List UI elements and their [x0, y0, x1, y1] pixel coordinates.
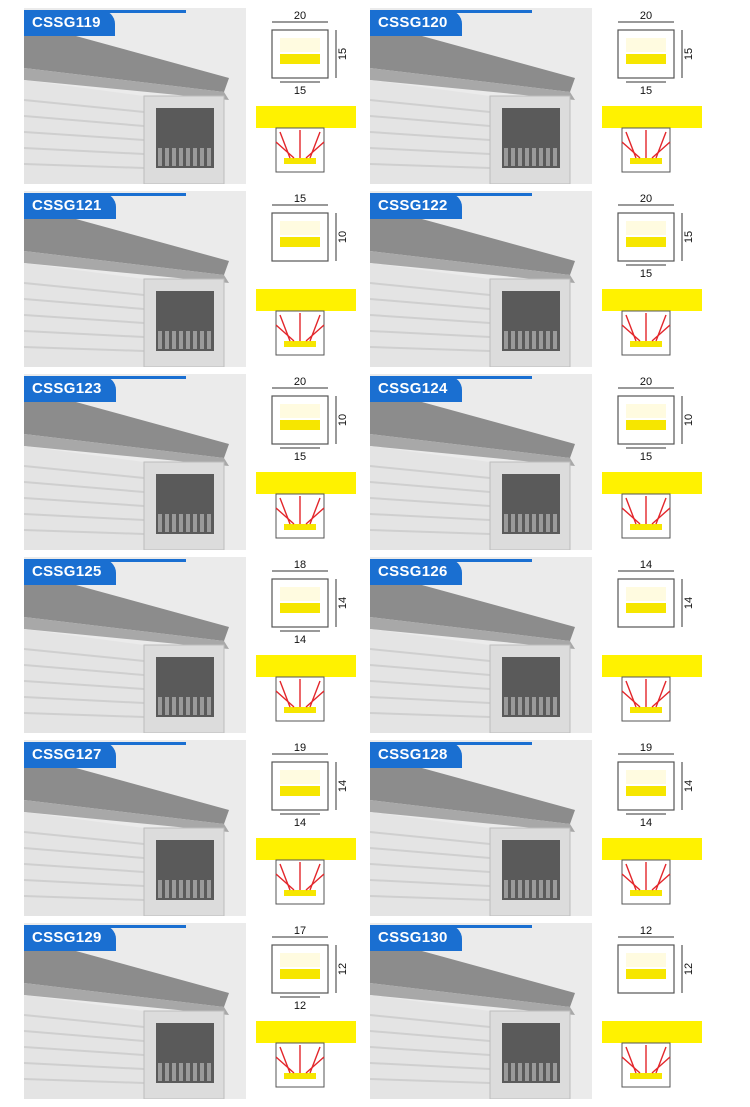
light-emission-diagram [602, 1021, 702, 1088]
height-dimension: 10 [337, 231, 349, 243]
profile-photo [370, 8, 592, 184]
top-width-dimension: 20 [294, 10, 306, 22]
profile-photo [24, 374, 246, 550]
top-width-dimension: 20 [640, 376, 652, 388]
dimension-diagram: 12 12 [596, 923, 708, 1099]
product-card: CSSG129 17 12 12 [0, 923, 360, 1099]
dimension-diagram: 17 12 12 [250, 923, 362, 1099]
profile-photo [24, 923, 246, 1099]
product-card: CSSG123 20 15 10 [0, 374, 360, 550]
height-dimension: 14 [683, 780, 695, 792]
light-emission-diagram [602, 472, 702, 539]
top-width-dimension: 14 [640, 559, 652, 571]
dimension-diagram: 19 14 14 [596, 740, 708, 916]
top-width-dimension: 18 [294, 559, 306, 571]
top-width-dimension: 20 [640, 193, 652, 205]
light-emission-diagram [602, 838, 702, 905]
top-width-dimension: 20 [640, 10, 652, 22]
profile-photo [370, 374, 592, 550]
product-code-label: CSSG130 [370, 925, 462, 951]
product-card: CSSG125 18 14 14 [0, 557, 360, 733]
height-dimension: 12 [337, 963, 349, 975]
product-code-label: CSSG123 [24, 376, 116, 402]
product-code-label: CSSG125 [24, 559, 116, 585]
product-card: CSSG119 20 15 15 [0, 8, 360, 184]
product-code-label: CSSG127 [24, 742, 116, 768]
product-code-label: CSSG122 [370, 193, 462, 219]
light-emission-diagram [602, 655, 702, 722]
bottom-width-dimension: 15 [640, 268, 652, 280]
profile-photo [370, 740, 592, 916]
light-emission-diagram [256, 106, 356, 173]
top-width-dimension: 19 [294, 742, 306, 754]
bottom-width-dimension: 15 [294, 85, 306, 97]
product-card: CSSG124 20 15 10 [346, 374, 706, 550]
top-width-dimension: 20 [294, 376, 306, 388]
product-card: CSSG120 20 15 15 [346, 8, 706, 184]
height-dimension: 15 [683, 48, 695, 60]
light-emission-diagram [256, 289, 356, 356]
light-emission-diagram [256, 472, 356, 539]
product-code-label: CSSG120 [370, 10, 462, 36]
bottom-width-dimension: 14 [294, 634, 306, 646]
top-width-dimension: 12 [640, 925, 652, 937]
product-card: CSSG122 20 15 15 [346, 191, 706, 367]
dimension-diagram: 20 15 15 [596, 191, 708, 367]
product-code-label: CSSG129 [24, 925, 116, 951]
dimension-diagram: 20 15 10 [596, 374, 708, 550]
height-dimension: 15 [337, 48, 349, 60]
product-card: CSSG126 14 14 [346, 557, 706, 733]
light-emission-diagram [602, 106, 702, 173]
product-code-label: CSSG126 [370, 559, 462, 585]
dimension-diagram: 18 14 14 [250, 557, 362, 733]
dimension-diagram: 19 14 14 [250, 740, 362, 916]
bottom-width-dimension: 14 [294, 817, 306, 829]
height-dimension: 15 [683, 231, 695, 243]
height-dimension: 10 [683, 414, 695, 426]
bottom-width-dimension: 15 [640, 451, 652, 463]
light-emission-diagram [256, 1021, 356, 1088]
profile-photo [370, 923, 592, 1099]
light-emission-diagram [256, 838, 356, 905]
bottom-width-dimension: 15 [640, 85, 652, 97]
light-emission-diagram [256, 655, 356, 722]
light-emission-diagram [602, 289, 702, 356]
dimension-diagram: 14 14 [596, 557, 708, 733]
product-code-label: CSSG128 [370, 742, 462, 768]
bottom-width-dimension: 12 [294, 1000, 306, 1012]
profile-photo [370, 191, 592, 367]
top-width-dimension: 19 [640, 742, 652, 754]
height-dimension: 14 [683, 597, 695, 609]
dimension-diagram: 20 15 10 [250, 374, 362, 550]
profile-photo [24, 740, 246, 916]
bottom-width-dimension: 15 [294, 451, 306, 463]
product-card: CSSG127 19 14 14 [0, 740, 360, 916]
profile-photo [24, 557, 246, 733]
product-code-label: CSSG121 [24, 193, 116, 219]
top-width-dimension: 17 [294, 925, 306, 937]
product-code-label: CSSG124 [370, 376, 462, 402]
profile-photo [24, 191, 246, 367]
bottom-width-dimension: 14 [640, 817, 652, 829]
product-code-label: CSSG119 [24, 10, 115, 36]
profile-photo [24, 8, 246, 184]
height-dimension: 10 [337, 414, 349, 426]
dimension-diagram: 20 15 15 [250, 8, 362, 184]
height-dimension: 14 [337, 780, 349, 792]
profile-photo [370, 557, 592, 733]
height-dimension: 12 [683, 963, 695, 975]
product-card: CSSG130 12 12 [346, 923, 706, 1099]
height-dimension: 14 [337, 597, 349, 609]
top-width-dimension: 15 [294, 193, 306, 205]
dimension-diagram: 20 15 15 [596, 8, 708, 184]
product-card: CSSG128 19 14 14 [346, 740, 706, 916]
